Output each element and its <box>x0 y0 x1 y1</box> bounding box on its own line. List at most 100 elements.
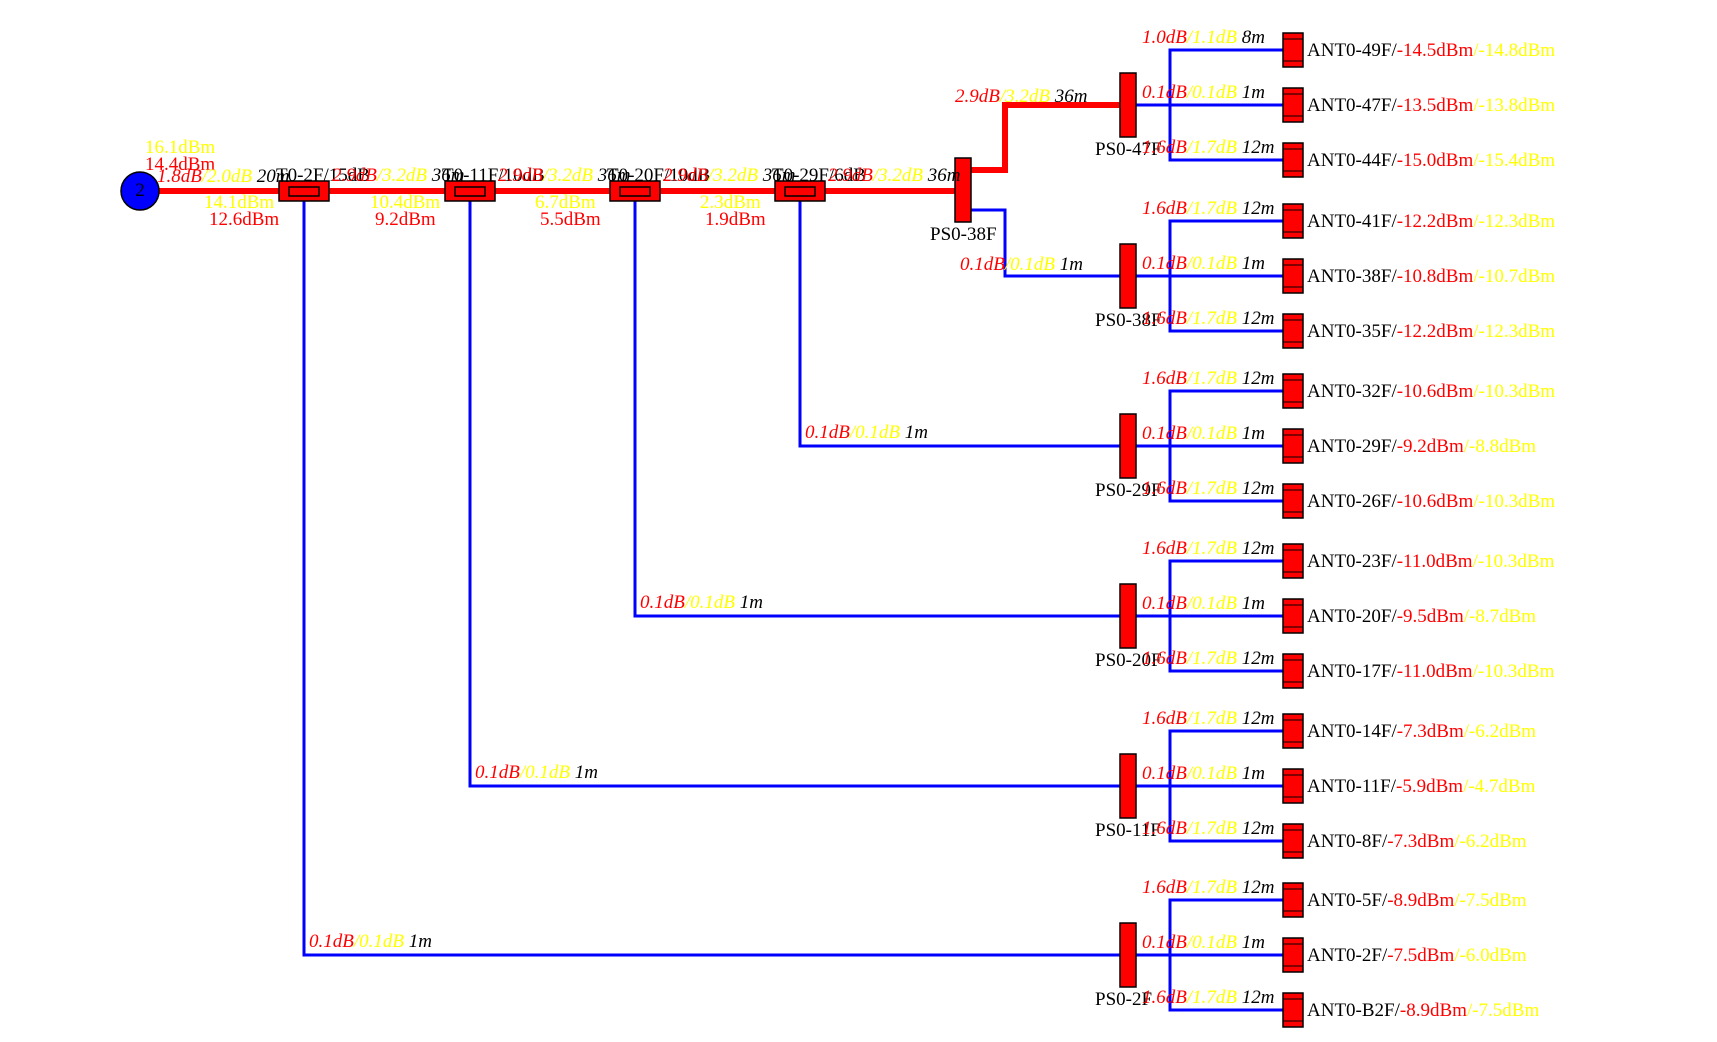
splitter-label: PS0-11F <box>1095 820 1161 841</box>
main-splitter-down-loss: 0.1dB/0.1dB 1m <box>960 254 1083 275</box>
coupler-output-a: 6.7dBm <box>535 192 596 213</box>
antenna-icon <box>1282 992 1304 1028</box>
antenna-icon <box>1282 653 1304 689</box>
antenna-icon <box>1282 258 1304 294</box>
devices-layer <box>120 32 1304 1028</box>
splitter-label: PS0-47F <box>1095 139 1162 160</box>
branch-cable <box>798 199 1128 448</box>
antenna-label: ANT0-38F/-10.8dBm/-10.7dBm <box>1307 266 1555 287</box>
antenna-label: ANT0-8F/-7.3dBm/-6.2dBm <box>1307 831 1527 852</box>
antenna-cable-loss: 1.6dB/1.7dB 12m <box>1142 137 1274 158</box>
antenna-cable-loss: 1.6dB/1.7dB 12m <box>1142 987 1274 1008</box>
antenna-icon <box>1282 32 1304 68</box>
coupler-output-a: 2.3dBm <box>700 192 761 213</box>
antenna-cable <box>1128 784 1293 843</box>
antenna-cable-loss: 1.6dB/1.7dB 12m <box>1142 308 1274 329</box>
coupler-output-b: 1.9dBm <box>705 209 766 230</box>
antenna-label: ANT0-47F/-13.5dBm/-13.8dBm <box>1307 95 1555 116</box>
splitter-box <box>1119 753 1137 819</box>
antenna-label: ANT0-14F/-7.3dBm/-6.2dBm <box>1307 721 1536 742</box>
antenna-icon <box>1282 313 1304 349</box>
antenna-icon <box>1282 203 1304 239</box>
antenna-cable-loss: 1.6dB/1.7dB 12m <box>1142 538 1274 559</box>
antenna-label: ANT0-29F/-9.2dBm/-8.8dBm <box>1307 436 1536 457</box>
source-label: 2 <box>135 180 145 201</box>
coupler-label: T0-29F/6dB <box>772 165 866 186</box>
coupler-output-b: 5.5dBm <box>540 209 601 230</box>
antenna-cable <box>1128 274 1293 333</box>
coupler-label: T0-11F/10dB <box>442 165 545 186</box>
splitter-box <box>1119 243 1137 309</box>
main-splitter-up-loss: 2.9dB/3.2dB 36m <box>955 86 1087 107</box>
antenna-cable <box>1128 614 1293 673</box>
antenna-label: ANT0-2F/-7.5dBm/-6.0dBm <box>1307 945 1527 966</box>
splitter-box <box>1119 72 1137 138</box>
splitter-label: PS0-29F <box>1095 480 1162 501</box>
antenna-cable-loss: 0.1dB/0.1dB 1m <box>1142 763 1265 784</box>
branch-cable <box>302 199 1128 957</box>
coupler-trunk-cable-loss: 2.9dB/3.2dB 36m <box>498 165 630 186</box>
coupler-inner <box>784 186 816 197</box>
antenna-cable-loss: 1.6dB/1.7dB 12m <box>1142 877 1274 898</box>
antenna-icon <box>1282 373 1304 409</box>
coupler-branch-cable-loss: 0.1dB/0.1dB 1m <box>805 422 928 443</box>
coupler-inner <box>288 186 320 197</box>
coupler-branch-cable-loss: 0.1dB/0.1dB 1m <box>309 931 432 952</box>
coupler-trunk-cable-loss: 2.9dB/3.2dB 36m <box>332 165 464 186</box>
coupler-trunk-cable-loss: 2.9dB/3.2dB 36m <box>828 165 960 186</box>
antenna-cable-loss: 1.6dB/1.7dB 12m <box>1142 818 1274 839</box>
coupler-output-a: 10.4dBm <box>370 192 440 213</box>
coupler-label: T0-20F/10dB <box>607 165 710 186</box>
splitter-label: PS0-20F <box>1095 650 1162 671</box>
antenna-label: ANT0-B2F/-8.9dBm/-7.5dBm <box>1307 1000 1539 1021</box>
antenna-cable-loss: 1.6dB/1.7dB 12m <box>1142 368 1274 389</box>
branch-to-ps0-38f <box>963 208 1128 278</box>
antenna-cable-loss: 1.6dB/1.7dB 12m <box>1142 648 1274 669</box>
antenna-label: ANT0-23F/-11.0dBm/-10.3dBm <box>1307 551 1555 572</box>
antenna-cable-loss: 1.6dB/1.7dB 12m <box>1142 708 1274 729</box>
antenna-cable <box>1128 103 1293 162</box>
splitter-label: PS0-38F <box>1095 310 1162 331</box>
coupler-output-a: 14.1dBm <box>204 192 274 213</box>
splitter-box <box>1119 922 1137 988</box>
antenna-icon <box>1282 823 1304 859</box>
coupler-output-b: 12.6dBm <box>209 209 279 230</box>
branch-cable <box>468 199 1128 788</box>
antenna-icon <box>1282 882 1304 918</box>
splitter-box <box>1119 413 1137 479</box>
antenna-icon <box>1282 713 1304 749</box>
coupler-label: T0-2F/15dB <box>276 165 370 186</box>
antenna-icon <box>1282 768 1304 804</box>
source-level-1: 16.1dBm <box>145 137 215 158</box>
splitter-box <box>1119 583 1137 649</box>
source-level-2: 14.4dBm <box>145 154 215 175</box>
antenna-cable-loss: 1.6dB/1.7dB 12m <box>1142 198 1274 219</box>
antenna-label: ANT0-49F/-14.5dBm/-14.8dBm <box>1307 40 1555 61</box>
branch-cable <box>633 199 1128 618</box>
coupler-output-b: 9.2dBm <box>375 209 436 230</box>
antenna-cable-loss: 1.6dB/1.7dB 12m <box>1142 478 1274 499</box>
antenna-cable-loss: 1.0dB/1.1dB 8m <box>1142 27 1265 48</box>
main-splitter-label: PS0-38F <box>930 224 997 245</box>
antenna-cable-loss: 0.1dB/0.1dB 1m <box>1142 932 1265 953</box>
coupler-branch-cable-loss: 0.1dB/0.1dB 1m <box>640 592 763 613</box>
source-node <box>120 171 160 211</box>
antenna-label: ANT0-26F/-10.6dBm/-10.3dBm <box>1307 491 1555 512</box>
coupler-trunk-cable-loss: 2.9dB/3.2dB 36m <box>663 165 795 186</box>
splitter-label: PS0-2F <box>1095 989 1152 1010</box>
antenna-icon <box>1282 937 1304 973</box>
wires-layer <box>140 48 1293 1012</box>
antenna-icon <box>1282 483 1304 519</box>
antenna-label: ANT0-20F/-9.5dBm/-8.7dBm <box>1307 606 1536 627</box>
antenna-cable-loss: 0.1dB/0.1dB 1m <box>1142 253 1265 274</box>
antenna-icon <box>1282 543 1304 579</box>
antenna-cable <box>1128 953 1293 1012</box>
antenna-cable <box>1128 444 1293 503</box>
antenna-cable-loss: 0.1dB/0.1dB 1m <box>1142 423 1265 444</box>
coupler-inner <box>454 186 486 197</box>
antenna-label: ANT0-11F/-5.9dBm/-4.7dBm <box>1307 776 1536 797</box>
antenna-icon <box>1282 428 1304 464</box>
source-cable-loss: 1.8dB/2.0dB 20m <box>157 166 289 187</box>
